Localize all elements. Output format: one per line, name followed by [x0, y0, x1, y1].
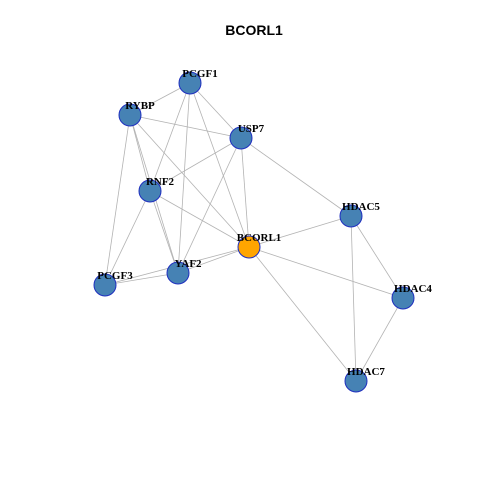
- node-label-bcorl1: BCORL1: [237, 232, 282, 244]
- edge-rybp-usp7: [129, 114, 242, 139]
- edge-bcorl1-hdac5: [248, 215, 352, 248]
- node-label-hdac4: HDAC4: [394, 283, 432, 295]
- edge-rnf2-bcorl1: [149, 190, 250, 248]
- edge-yaf2-bcorl1: [177, 246, 250, 274]
- edge-hdac4-hdac7: [355, 297, 404, 382]
- node-label-hdac7: HDAC7: [347, 366, 385, 378]
- edge-rybp-pcgf3: [104, 114, 131, 286]
- edge-usp7-rnf2: [149, 137, 242, 192]
- edge-bcorl1-hdac4: [248, 246, 404, 299]
- edge-usp7-yaf2: [177, 137, 242, 274]
- node-hdac7: [344, 369, 368, 393]
- node-label-rnf2: RNF2: [146, 176, 175, 188]
- node-label-rybp: RYBP: [125, 100, 155, 112]
- node-pcgf1: [178, 71, 202, 95]
- node-label-pcgf1: PCGF1: [182, 68, 217, 80]
- node-hdac4: [391, 286, 415, 310]
- edge-rnf2-pcgf3: [104, 190, 151, 286]
- edge-rybp-bcorl1: [129, 114, 250, 248]
- edge-usp7-hdac5: [240, 137, 352, 217]
- edge-yaf2-pcgf3: [104, 272, 179, 286]
- edge-pcgf1-bcorl1: [189, 82, 250, 248]
- node-label-pcgf3: PCGF3: [97, 270, 133, 282]
- node-yaf2: [166, 261, 190, 285]
- edge-layer: [104, 82, 404, 382]
- edge-pcgf1-yaf2: [177, 82, 191, 274]
- node-layer: [93, 71, 415, 393]
- graph-title: BCORL1: [225, 22, 283, 38]
- node-usp7: [229, 126, 253, 150]
- node-rybp: [118, 103, 142, 127]
- edge-hdac5-hdac4: [350, 215, 404, 299]
- edge-rybp-rnf2: [129, 114, 151, 192]
- edge-usp7-bcorl1: [240, 137, 250, 248]
- edge-pcgf1-usp7: [189, 82, 242, 139]
- node-rnf2: [138, 179, 162, 203]
- edge-rnf2-yaf2: [149, 190, 179, 274]
- node-label-usp7: USP7: [238, 123, 265, 135]
- edge-bcorl1-hdac7: [248, 246, 357, 382]
- node-bcorl1: [237, 235, 261, 259]
- edge-pcgf1-rnf2: [149, 82, 191, 192]
- node-pcgf3: [93, 273, 117, 297]
- node-label-hdac5: HDAC5: [342, 201, 380, 213]
- node-hdac5: [339, 204, 363, 228]
- edge-hdac5-hdac7: [350, 215, 357, 382]
- node-label-yaf2: YAF2: [174, 258, 202, 270]
